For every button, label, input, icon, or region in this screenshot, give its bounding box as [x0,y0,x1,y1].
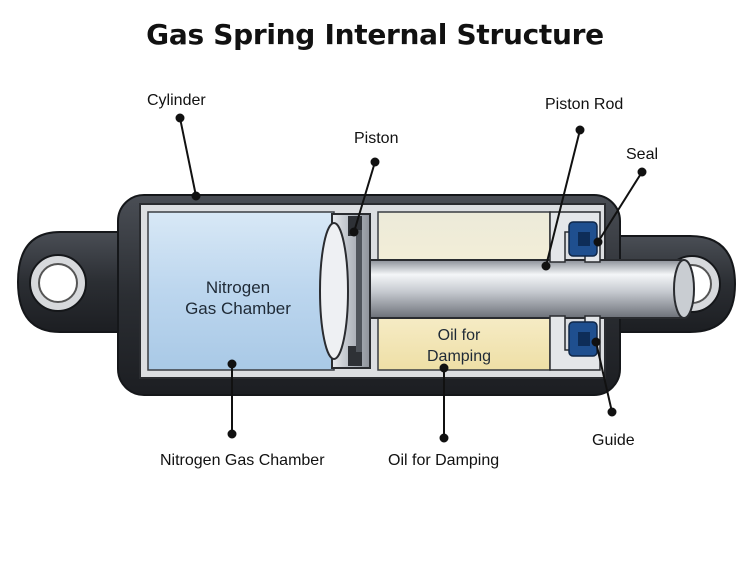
inner-label-oil-line1: Oil for [437,327,481,344]
left-mount-eye [16,231,121,333]
nitrogen-gas-chamber [147,211,335,371]
oil-chamber-bottom [377,315,551,371]
label-piston: Piston [354,130,399,147]
inner-label-nitrogen-line2: Gas Chamber [185,299,291,318]
piston [319,213,371,369]
piston-rod [363,259,685,319]
inner-label-nitrogen-line1: Nitrogen [205,278,271,297]
label-guide: Guide [592,432,635,449]
label-seal: Seal [626,146,659,163]
seal-guide-assembly [549,211,601,371]
label-cylinder: Cylinder [147,92,206,109]
label-piston-rod: Piston Rod [545,96,624,113]
inner-label-nitrogen: Nitrogen Gas Chamber [168,277,308,319]
label-nitrogen-gas-chamber: Nitrogen Gas Chamber [160,452,325,469]
diagram-title: Gas Spring Internal Structure [146,18,604,51]
inner-label-oil: Oil for Damping [404,325,514,367]
oil-chamber-top [377,211,551,265]
label-oil-for-damping: Oil for Damping [388,452,500,469]
inner-label-oil-line2: Damping [426,348,492,365]
leader-lines [175,113,647,443]
